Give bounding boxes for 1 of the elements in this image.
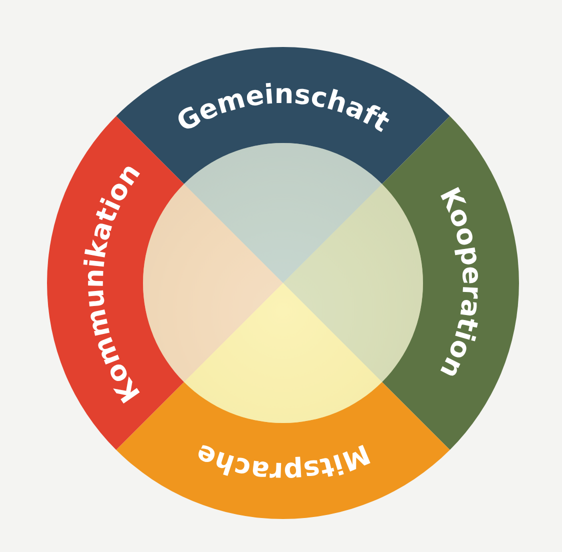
segment-label: Mitsprache	[191, 437, 374, 488]
